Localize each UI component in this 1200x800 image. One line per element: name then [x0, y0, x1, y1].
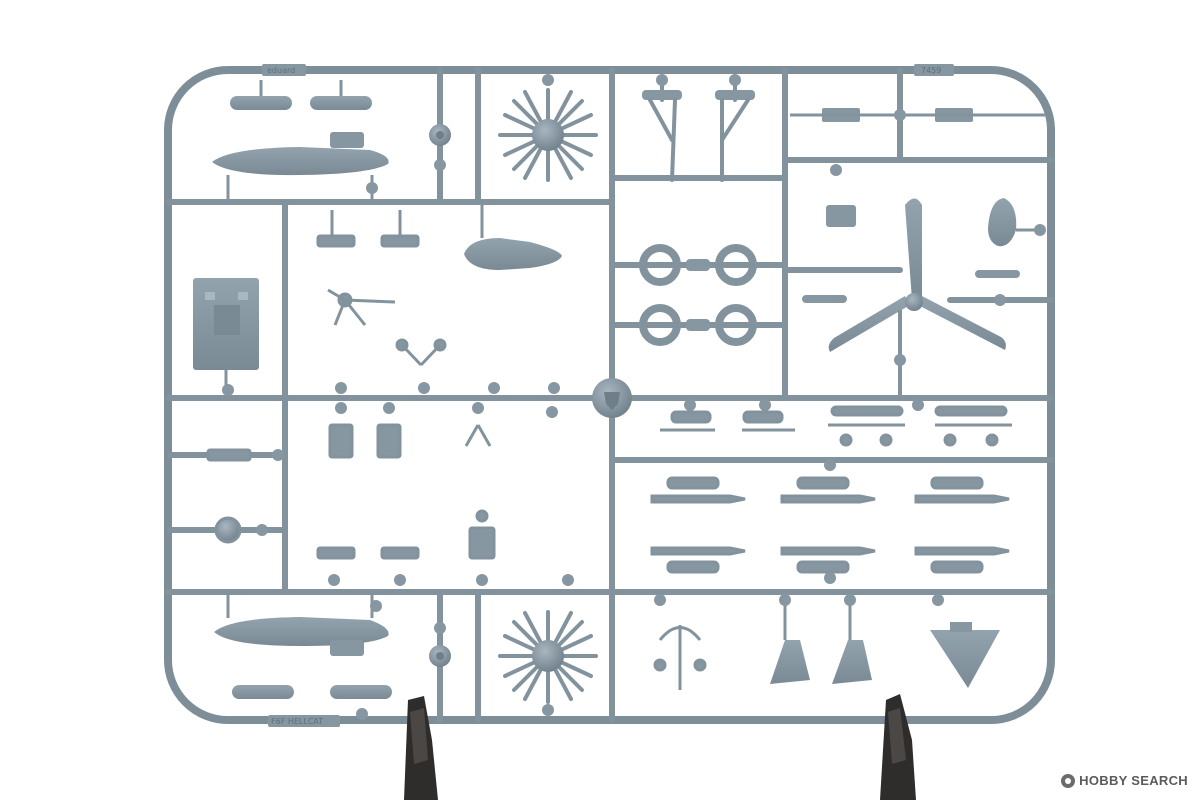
svg-text:F6F HELLCAT: F6F HELLCAT: [271, 717, 323, 726]
small-parts-left: [206, 448, 496, 560]
part-number-tags: [222, 74, 1046, 720]
frame-label-number: 7459: [914, 64, 954, 76]
small-bracket-parts: [790, 108, 1045, 122]
display-stand-left: [404, 696, 438, 800]
drop-tank-part: [230, 80, 372, 110]
gear-door-parts: [660, 405, 1012, 447]
svg-text:eduard: eduard: [267, 66, 295, 75]
wheel-bottom-part: [429, 645, 451, 667]
gear-leg-fairing-parts: [770, 598, 872, 684]
small-parts-center: [316, 210, 492, 459]
fuel-tank-part: [464, 202, 562, 270]
drop-tank-bottom-part: [232, 685, 392, 699]
wheel-part: [429, 124, 451, 146]
spinner-part: [988, 198, 1045, 247]
belly-tank-bottom-part: [214, 592, 389, 656]
svg-text:7459: 7459: [921, 66, 941, 75]
hobby-search-logo-icon: [1061, 773, 1076, 788]
engine-cylinders-part: [498, 88, 598, 182]
landing-gear-strut-part: [642, 78, 755, 182]
engine-cylinders-bottom-part: [498, 610, 598, 704]
tire-parts: [639, 244, 757, 346]
armor-panel-part: [193, 278, 259, 398]
sprue-hub-disc: [592, 378, 632, 418]
watermark-text: HOBBY SEARCH: [1079, 773, 1188, 788]
cowl-flap-part: [802, 205, 1020, 303]
display-stand-right: [880, 694, 916, 800]
delta-panel-part: [930, 622, 1000, 688]
hub-parts: [686, 259, 710, 331]
tailhook-parts: [653, 625, 707, 690]
frame-label-eduard: eduard: [262, 64, 306, 76]
belly-tank-part: [212, 132, 389, 202]
frame-label-model: F6F HELLCAT: [268, 715, 340, 727]
watermark: HOBBY SEARCH: [1061, 773, 1188, 788]
rocket-parts: [650, 476, 1010, 574]
